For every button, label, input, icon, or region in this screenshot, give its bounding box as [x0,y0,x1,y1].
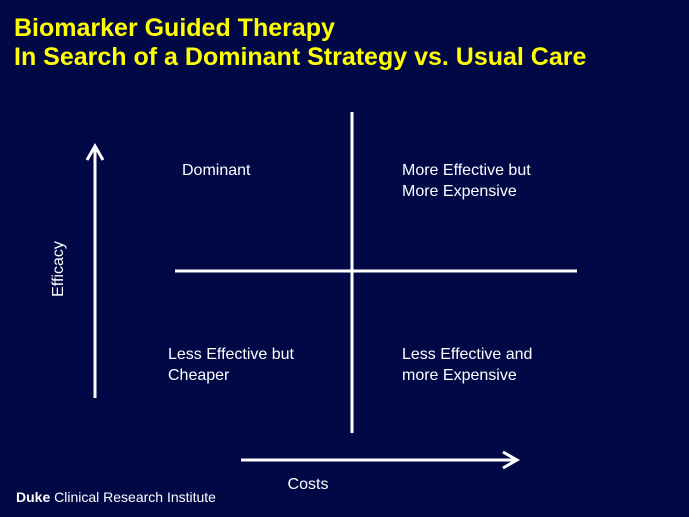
quadrant-bottom-left-line-1: Less Effective but [168,346,294,363]
efficacy-axis-label: Efficacy [50,241,67,297]
costs-axis-label: Costs [287,476,329,493]
quadrant-top-left: Dominant [182,160,250,181]
footer-org-bold: Duke [16,489,51,505]
quadrant-bottom-right-line-2: more Expensive [402,367,517,384]
quadrant-bottom-left: Less Effective but Cheaper [168,344,294,386]
quadrant-top-right-line-1: More Effective but [402,162,531,179]
quadrant-top-right-line-2: More Expensive [402,183,517,200]
footer-org-rest: Clinical Research Institute [50,489,216,505]
footer-logo: Duke Clinical Research Institute [16,489,216,505]
slide-title: Biomarker Guided Therapy In Search of a … [14,14,586,72]
efficacy-arrow-head [85,142,105,161]
quadrant-bottom-right-line-1: Less Effective and [402,346,533,363]
quadrant-bottom-left-line-2: Cheaper [168,367,230,384]
costs-arrow-head [502,450,521,470]
quadrant-bottom-right: Less Effective and more Expensive [402,344,532,386]
title-line-2: In Search of a Dominant Strategy vs. Usu… [14,43,587,71]
quadrant-top-right: More Effective but More Expensive [402,160,531,202]
title-line-1: Biomarker Guided Therapy [14,14,335,42]
quadrant-top-left-line-1: Dominant [182,162,251,179]
